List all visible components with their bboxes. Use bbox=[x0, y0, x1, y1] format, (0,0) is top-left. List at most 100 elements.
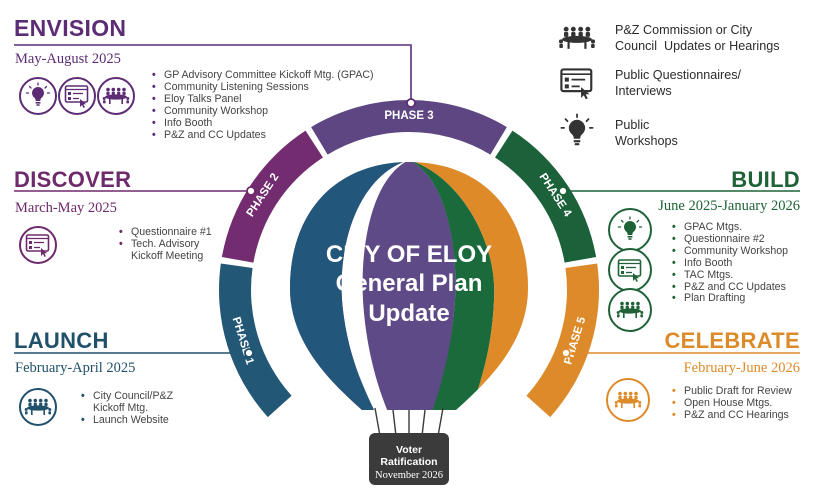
center-title-line1: CITY OF ELOY bbox=[326, 241, 492, 268]
voter-ratification-date: November 2026 bbox=[375, 470, 443, 481]
launch-dates: February-April 2025 bbox=[15, 360, 136, 376]
bullet-icon: • bbox=[81, 390, 85, 402]
questionnaire-icon bbox=[608, 248, 652, 292]
build-activity-list: • GPAC Mtgs. • Questionnaire #2 • Community W… bbox=[672, 221, 789, 305]
bullet-icon: • bbox=[672, 385, 676, 397]
questionnaire-icon bbox=[58, 77, 96, 115]
discover-activity-item: •Tech. Advisory Kickoff Meeting bbox=[119, 237, 212, 263]
phase-4-arc bbox=[495, 130, 597, 263]
build-activity-text: Questionnaire #2 bbox=[684, 232, 765, 245]
envision-activity-text: Community Workshop bbox=[164, 104, 269, 117]
bullet-icon: • bbox=[152, 92, 156, 105]
discover-heading: DISCOVER bbox=[14, 167, 132, 192]
meeting-table-icon bbox=[19, 388, 57, 426]
discover-dates: March-May 2025 bbox=[15, 200, 117, 216]
envision-activity-item: • Community Listening Sessions bbox=[152, 80, 374, 94]
build-activity-item: • Community Workshop bbox=[672, 244, 789, 258]
celebrate-activity-item: • Public Draft for Review bbox=[672, 385, 792, 398]
phase-3-label: PHASE 3 bbox=[384, 110, 433, 122]
bullet-icon: • bbox=[672, 396, 676, 409]
bullet-icon: • bbox=[152, 80, 156, 93]
bullet-icon: • bbox=[672, 244, 676, 257]
connector-dot bbox=[561, 348, 571, 358]
voter-ratification-basket: Voter Ratification November 2026 bbox=[369, 433, 449, 485]
celebrate-activity-text: P&Z and CC Hearings bbox=[684, 408, 789, 421]
bullet-icon: • bbox=[672, 232, 676, 245]
envision-activity-text: GP Advisory Committee Kickoff Mtg. (GPAC… bbox=[164, 69, 374, 81]
legend-text-meetings: P&Z Commission or City Council Updates o… bbox=[615, 23, 780, 53]
build-activity-text: GPAC Mtgs. bbox=[684, 221, 743, 233]
phase-2-arc bbox=[221, 130, 323, 263]
envision-activity-item: • Info Booth bbox=[152, 116, 374, 130]
build-activity-item: • Info Booth bbox=[672, 256, 788, 270]
envision-activity-item: •P&Z and CC Updates bbox=[152, 128, 374, 142]
launch-heading: LAUNCH bbox=[14, 328, 109, 353]
bullet-icon: • bbox=[152, 116, 156, 129]
connector-dot bbox=[406, 98, 416, 108]
meeting-table-icon bbox=[97, 77, 135, 115]
build-activity-text: TAC Mtgs. bbox=[684, 268, 734, 281]
envision-activity-item: • GP Advisory Committee Kickoff Mtg. (GPA… bbox=[152, 69, 374, 82]
build-activity-item: • Plan Drafting bbox=[672, 292, 788, 305]
envision-activity-text: Community Listening Sessions bbox=[164, 80, 309, 93]
celebrate-activity-text: Public Draft for Review bbox=[684, 385, 792, 397]
envision-dates: May-August 2025 bbox=[15, 51, 121, 67]
discover-activity-list: • Questionnaire #1•Tech. Advisory Kickoff… bbox=[119, 226, 212, 263]
envision-heading: ENVISION bbox=[14, 15, 127, 41]
launch-activity-text: Launch Website bbox=[93, 413, 169, 426]
questionnaire-icon bbox=[553, 63, 601, 103]
meeting-table-icon bbox=[606, 378, 650, 422]
bullet-icon: • bbox=[81, 413, 85, 426]
launch-activity-item: • Launch Website bbox=[81, 413, 173, 427]
phase-5-arc bbox=[526, 263, 599, 418]
launch-activity-list: • City Council/P&Z Kickoff Mtg. • Launch We… bbox=[81, 390, 174, 427]
bullet-icon: • bbox=[672, 268, 676, 281]
build-activity-text: Info Booth bbox=[684, 256, 733, 269]
build-activity-text: Plan Drafting bbox=[684, 292, 746, 305]
balloon-stripe-violet bbox=[362, 162, 456, 410]
build-activity-item: • TAC Mtgs. bbox=[672, 268, 788, 282]
balloon-stripe-blue-left bbox=[290, 162, 409, 410]
center-title-line3: Update bbox=[368, 300, 449, 327]
lightbulb-icon bbox=[553, 112, 601, 152]
bullet-icon: • bbox=[672, 292, 676, 305]
envision-activity-item: •Community Workshop bbox=[152, 104, 374, 118]
discover-activity-text: Tech. Advisory Kickoff Meeting bbox=[131, 237, 204, 262]
build-activity-item: •P&Z and CC Updates bbox=[672, 280, 788, 294]
lightbulb-icon bbox=[608, 208, 652, 252]
connector-dot bbox=[244, 348, 254, 358]
balloon-stripe-green bbox=[409, 162, 495, 410]
build-activity-item: • GPAC Mtgs. bbox=[672, 221, 788, 234]
bullet-icon: • bbox=[152, 128, 156, 141]
bullet-icon: • bbox=[672, 221, 676, 233]
celebrate-activity-text: Open House Mtgs. bbox=[684, 396, 773, 409]
celebrate-activity-list: • Public Draft for Review • Open House Mtgs… bbox=[672, 385, 792, 422]
meeting-table-icon bbox=[608, 288, 652, 332]
connector-dot bbox=[246, 186, 256, 196]
questionnaire-icon bbox=[19, 226, 57, 264]
bullet-icon: • bbox=[152, 69, 156, 81]
build-activity-text: Community Workshop bbox=[684, 244, 789, 257]
envision-activity-text: Info Booth bbox=[164, 116, 213, 129]
launch-activity-text: City Council/P&Z Kickoff Mtg. bbox=[93, 390, 174, 414]
celebrate-dates: February-June 2026 bbox=[683, 360, 800, 376]
legend-text-workshops: Public Workshops bbox=[615, 118, 678, 148]
bullet-icon: • bbox=[672, 256, 676, 269]
celebrate-activity-item: • Open House Mtgs. bbox=[672, 396, 792, 410]
launch-activity-item: • City Council/P&Z Kickoff Mtg. bbox=[81, 390, 174, 415]
discover-activity-text: Questionnaire #1 bbox=[131, 226, 212, 238]
phase-1-arc bbox=[219, 263, 292, 418]
phase-3-arc bbox=[311, 99, 507, 155]
celebrate-activity-item: •P&Z and CC Hearings bbox=[672, 408, 792, 422]
envision-connector-line bbox=[14, 44, 412, 103]
envision-activity-text: Eloy Talks Panel bbox=[164, 92, 242, 105]
bullet-icon: • bbox=[119, 226, 123, 238]
build-heading: BUILD bbox=[731, 167, 800, 192]
lightbulb-icon bbox=[19, 77, 57, 115]
build-activity-item: • Questionnaire #2 bbox=[672, 232, 788, 246]
bullet-icon: • bbox=[672, 280, 676, 293]
voter-ratification-title: Voter Ratification bbox=[380, 444, 438, 468]
